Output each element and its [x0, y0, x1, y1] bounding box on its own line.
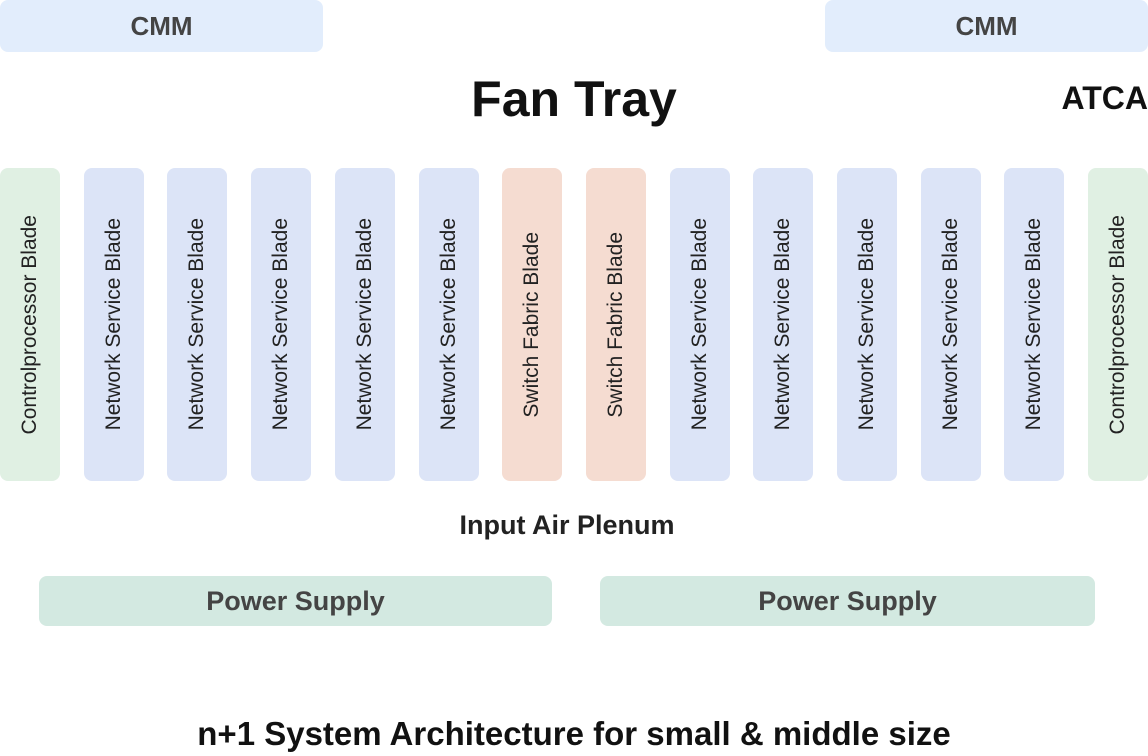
blade-slot-8: Switch Fabric Blade — [586, 168, 646, 481]
blade-label: Network Service Blade — [353, 218, 376, 431]
blade-slot-14: Controlprocessor Blade — [1088, 168, 1148, 481]
input-air-plenum-label: Input Air Plenum — [459, 510, 675, 540]
blade-slot-10: Network Service Blade — [753, 168, 813, 481]
blade-label: Network Service Blade — [771, 218, 794, 431]
blade-label: Network Service Blade — [939, 218, 962, 431]
blade-label: Network Service Blade — [269, 218, 292, 431]
blade-label: Controlprocessor Blade — [1106, 214, 1129, 435]
blade-slot-1: Controlprocessor Blade — [0, 168, 60, 481]
atca-label: ATCA — [1061, 80, 1148, 116]
cmm-left: CMM — [0, 0, 323, 52]
blade-label: Network Service Blade — [1022, 218, 1045, 431]
blade-label: Network Service Blade — [102, 218, 125, 431]
blade-label: Network Service Blade — [855, 218, 878, 431]
blade-slot-6: Network Service Blade — [419, 168, 479, 481]
blade-label: Network Service Blade — [437, 218, 460, 431]
cmm-right: CMM — [825, 0, 1148, 52]
blade-label: Controlprocessor Blade — [18, 214, 41, 435]
blade-slot-7: Switch Fabric Blade — [502, 168, 562, 481]
diagram-caption: n+1 System Architecture for small & midd… — [197, 715, 951, 752]
blade-slot-9: Network Service Blade — [670, 168, 730, 481]
blade-label: Switch Fabric Blade — [604, 231, 627, 418]
power-supply-left: Power Supply — [39, 576, 552, 626]
blade-slot-3: Network Service Blade — [167, 168, 227, 481]
power-supply-right: Power Supply — [600, 576, 1095, 626]
blade-slot-12: Network Service Blade — [921, 168, 981, 481]
blade-label: Network Service Blade — [185, 218, 208, 431]
blade-slot-5: Network Service Blade — [335, 168, 395, 481]
blade-slot-2: Network Service Blade — [84, 168, 144, 481]
fan-tray-label: Fan Tray — [471, 71, 677, 127]
blade-label: Switch Fabric Blade — [520, 231, 543, 418]
blade-slot-4: Network Service Blade — [251, 168, 311, 481]
blade-slot-11: Network Service Blade — [837, 168, 897, 481]
blade-slot-13: Network Service Blade — [1004, 168, 1064, 481]
blade-label: Network Service Blade — [688, 218, 711, 431]
